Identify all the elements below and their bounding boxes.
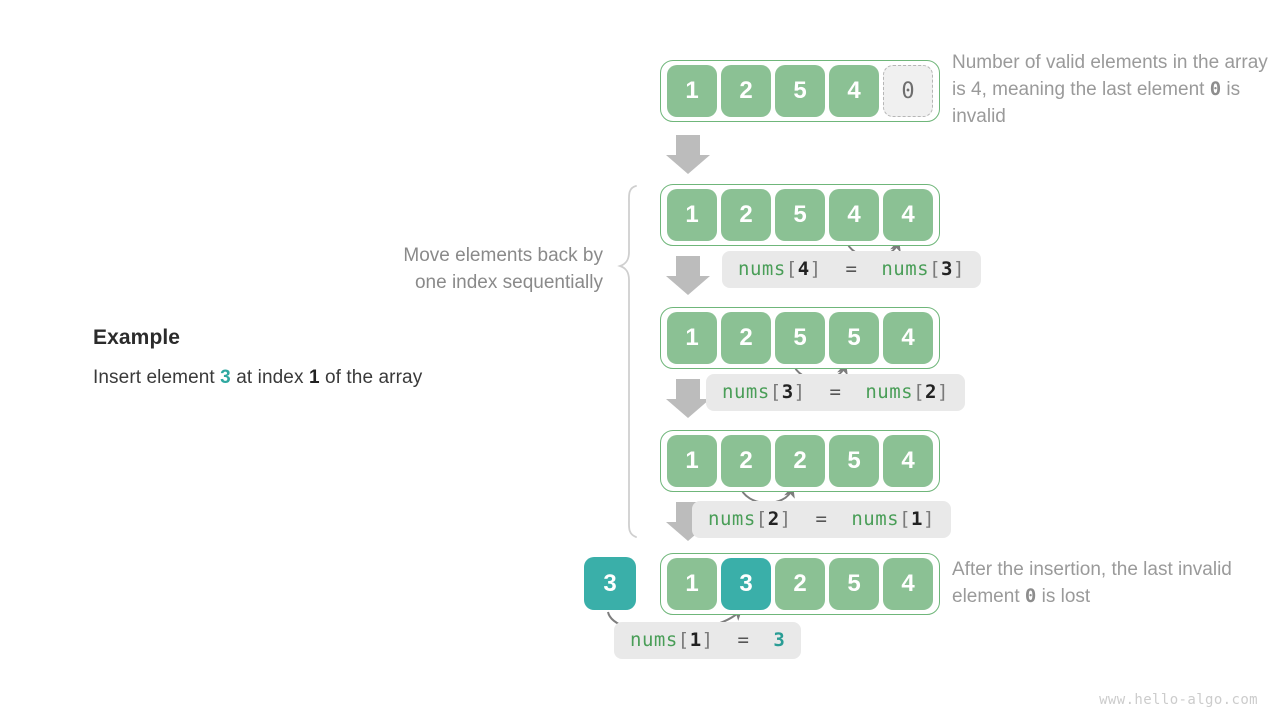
array-cell-4: 0 xyxy=(883,65,933,117)
code-nums1-eq-3: nums[1] = 3 xyxy=(614,622,802,659)
down-arrow-2 xyxy=(666,256,710,295)
code-lhs-bracket-close: ] xyxy=(701,629,714,651)
code-lhs-index: 3 xyxy=(781,381,794,403)
incoming-element-box: 3 xyxy=(584,557,636,610)
code-operator: = xyxy=(713,629,774,651)
code-rhs-bracket-close: ] xyxy=(923,508,935,530)
code-operator: = xyxy=(805,381,866,403)
move-caption-line1: Move elements back by xyxy=(403,245,603,266)
code-lhs-array: nums xyxy=(630,629,678,651)
down-arrow-1 xyxy=(666,135,710,174)
code-rhs-array: nums xyxy=(881,258,930,280)
code-rhs-bracket-open: [ xyxy=(913,381,926,403)
code-operator: = xyxy=(821,258,882,280)
code-lhs-array: nums xyxy=(722,381,770,403)
code-rhs-index: 1 xyxy=(911,508,923,530)
array-cell-0: 1 xyxy=(667,558,717,610)
move-caption-line2: one index sequentially xyxy=(414,272,603,293)
code-rhs-bracket-close: ] xyxy=(937,381,949,403)
down-arrow-3 xyxy=(666,379,710,418)
array-cell-3: 5 xyxy=(829,558,879,610)
move-elements-caption: Move elements back by one index sequenti… xyxy=(300,242,603,296)
note-bottom-post: is lost xyxy=(1036,586,1091,607)
code-rhs-index: 3 xyxy=(941,258,953,280)
note-bottom-zero: 0 xyxy=(1024,585,1037,607)
code-rhs-value: 3 xyxy=(773,629,786,651)
array-cell-3: 4 xyxy=(829,65,879,117)
array-cell-4: 4 xyxy=(883,435,933,487)
array-cell-1: 2 xyxy=(721,65,771,117)
code-rhs-bracket-open: [ xyxy=(929,258,942,280)
note-top-post: is invalid xyxy=(952,79,1241,127)
code-lhs-bracket-close: ] xyxy=(779,508,792,530)
code-rhs-array: nums xyxy=(851,508,900,530)
array-cell-2: 2 xyxy=(775,435,825,487)
note-after-insertion: After the insertion, the last invalid el… xyxy=(952,556,1272,610)
example-desc-pre: Insert element xyxy=(93,367,221,388)
array-cell-2: 5 xyxy=(775,312,825,364)
array-cell-0: 1 xyxy=(667,189,717,241)
note-top-zero: 0 xyxy=(1209,78,1222,100)
note-top-pre: Number of valid elements in the array is… xyxy=(952,52,1268,100)
code-lhs-index: 2 xyxy=(767,508,780,530)
example-desc-value: 3 xyxy=(220,367,231,388)
example-desc-mid: at index xyxy=(230,367,309,388)
array-cell-3: 5 xyxy=(829,312,879,364)
code-lhs-index: 4 xyxy=(797,258,810,280)
code-lhs-bracket-open: [ xyxy=(677,629,690,651)
array-cell-1: 2 xyxy=(721,435,771,487)
array-cell-3: 5 xyxy=(829,435,879,487)
code-rhs-bracket-open: [ xyxy=(899,508,912,530)
array-cell-2: 2 xyxy=(775,558,825,610)
brace-move-elements xyxy=(617,185,637,538)
code-nums3-eq-nums2: nums[3] = nums[2] xyxy=(706,374,965,411)
array-cell-4: 4 xyxy=(883,312,933,364)
array-cell-2: 5 xyxy=(775,189,825,241)
array-cell-0: 1 xyxy=(667,65,717,117)
code-lhs-index: 1 xyxy=(689,629,702,651)
note-valid-elements: Number of valid elements in the array is… xyxy=(952,49,1272,130)
example-title: Example xyxy=(93,326,181,349)
note-bottom-pre: After the insertion, the last invalid el… xyxy=(952,559,1232,607)
array-cell-4: 4 xyxy=(883,189,933,241)
code-lhs-bracket-close: ] xyxy=(793,381,806,403)
watermark: www.hello-algo.com xyxy=(1099,692,1258,708)
code-lhs-bracket-close: ] xyxy=(809,258,822,280)
array-cell-0: 1 xyxy=(667,312,717,364)
array-cell-1: 2 xyxy=(721,189,771,241)
code-operator: = xyxy=(791,508,852,530)
code-lhs-bracket-open: [ xyxy=(769,381,782,403)
array-cell-2: 5 xyxy=(775,65,825,117)
code-nums4-eq-nums3: nums[4] = nums[3] xyxy=(722,251,981,288)
example-desc-post: of the array xyxy=(319,367,423,388)
code-lhs-bracket-open: [ xyxy=(785,258,798,280)
example-description: Insert element 3 at index 1 of the array xyxy=(93,367,553,389)
example-block: Example Insert element 3 at index 1 of t… xyxy=(93,326,553,389)
code-lhs-bracket-open: [ xyxy=(755,508,768,530)
array-cell-1: 2 xyxy=(721,312,771,364)
example-desc-index: 1 xyxy=(308,367,320,388)
array-cell-0: 1 xyxy=(667,435,717,487)
array-cell-3: 4 xyxy=(829,189,879,241)
code-rhs-array: nums xyxy=(865,381,914,403)
code-rhs-bracket-close: ] xyxy=(953,258,965,280)
code-nums2-eq-nums1: nums[2] = nums[1] xyxy=(692,501,951,538)
code-lhs-array: nums xyxy=(738,258,786,280)
code-rhs-index: 2 xyxy=(925,381,937,403)
array-cell-1: 3 xyxy=(721,558,771,610)
array-cell-4: 4 xyxy=(883,558,933,610)
code-lhs-array: nums xyxy=(708,508,756,530)
